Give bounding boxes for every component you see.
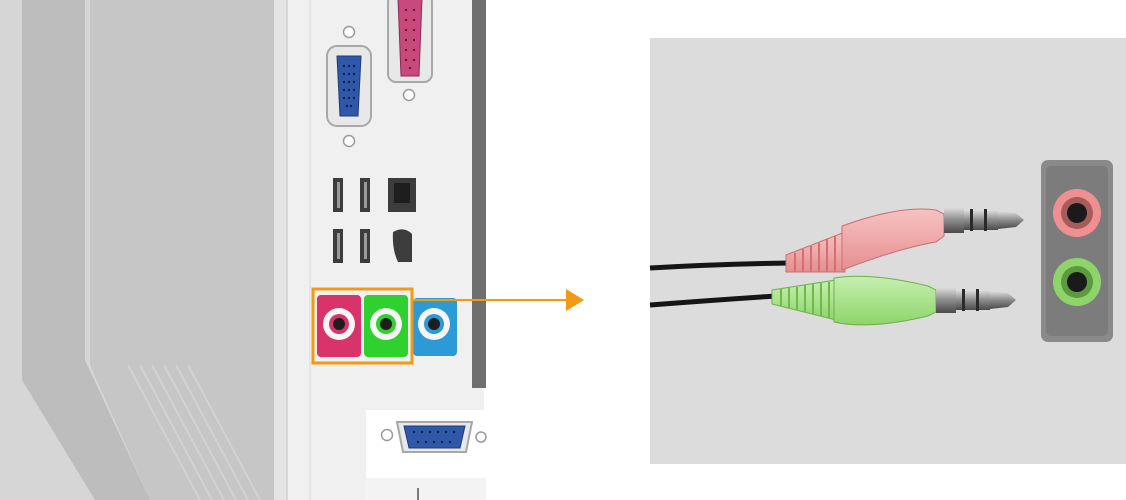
screw-holes (342, 25, 416, 442)
socket-pink (1053, 189, 1101, 237)
plug-green (771, 275, 1016, 326)
cable-pink (649, 260, 791, 271)
audio-jack-pink (317, 295, 361, 357)
lan-port (388, 178, 416, 212)
cable-green (649, 293, 777, 308)
headphone-port (392, 229, 412, 262)
audio-jack-green (364, 295, 408, 357)
plug-pink (785, 207, 1024, 273)
arrow-right-icon (412, 289, 584, 311)
audio-plugs-photo (649, 38, 1126, 464)
case-edge (274, 0, 286, 500)
vga-port (326, 45, 372, 127)
vga-port-lower (395, 421, 487, 453)
parallel-port (387, 0, 433, 83)
case-bevel (22, 0, 150, 500)
case-face (90, 0, 275, 500)
io-bottom-strip (366, 478, 486, 500)
socket-plate (1041, 160, 1113, 342)
case-vent-lines (127, 364, 261, 500)
usb-ports (333, 178, 370, 263)
computer-back-panel (0, 0, 487, 500)
jack-highlight-box (311, 287, 414, 365)
audio-jack-blue (413, 298, 457, 356)
socket-green (1053, 258, 1101, 306)
io-panel-frame (472, 0, 486, 388)
